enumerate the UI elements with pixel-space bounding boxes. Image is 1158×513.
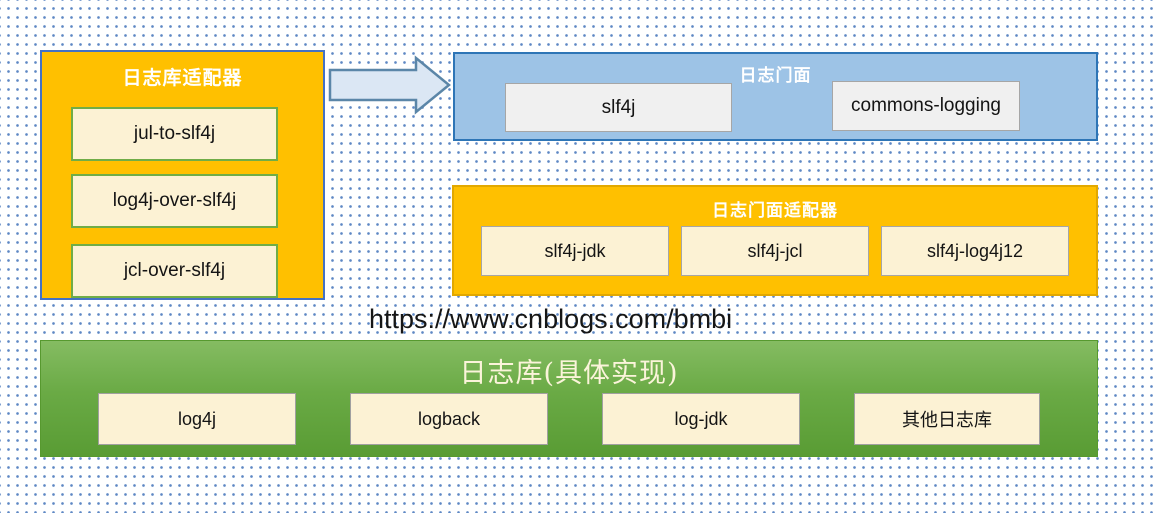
facade-item: slf4j [505,83,732,132]
library-adapter-item: jul-to-slf4j [71,107,278,161]
library-adapters-title: 日志库适配器 [122,68,243,89]
implementations-row: log4j logback log-jdk 其他日志库 [41,393,1097,445]
implementation-item: log4j [98,393,296,445]
library-adapters-box: 日志库适配器 jul-to-slf4j log4j-over-slf4j jcl… [40,50,325,300]
facade-adapters-row: slf4j-jdk slf4j-jcl slf4j-log4j12 [454,226,1096,276]
facade-adapter-item: slf4j-jdk [481,226,669,276]
right-arrow-icon [328,55,452,115]
implementation-item: log-jdk [602,393,800,445]
facade-title: 日志门面 [739,66,812,85]
source-url-text: https://www.cnblogs.com/bmbi [369,304,733,334]
facade-adapters-title: 日志门面适配器 [712,201,838,220]
implementations-box: 日志库(具体实现) log4j logback log-jdk 其他日志库 [40,340,1098,457]
facade-item: commons-logging [832,81,1020,131]
facade-adapter-item: slf4j-jcl [681,226,869,276]
implementation-item: 其他日志库 [854,393,1040,445]
facade-adapters-box: 日志门面适配器 slf4j-jdk slf4j-jcl slf4j-log4j1… [452,185,1098,296]
facade-box: 日志门面 slf4j commons-logging [453,52,1098,141]
implementations-title: 日志库(具体实现) [459,358,679,389]
library-adapter-item: log4j-over-slf4j [71,174,278,228]
implementation-item: logback [350,393,548,445]
facade-adapter-item: slf4j-log4j12 [881,226,1069,276]
library-adapter-item: jcl-over-slf4j [71,244,278,298]
